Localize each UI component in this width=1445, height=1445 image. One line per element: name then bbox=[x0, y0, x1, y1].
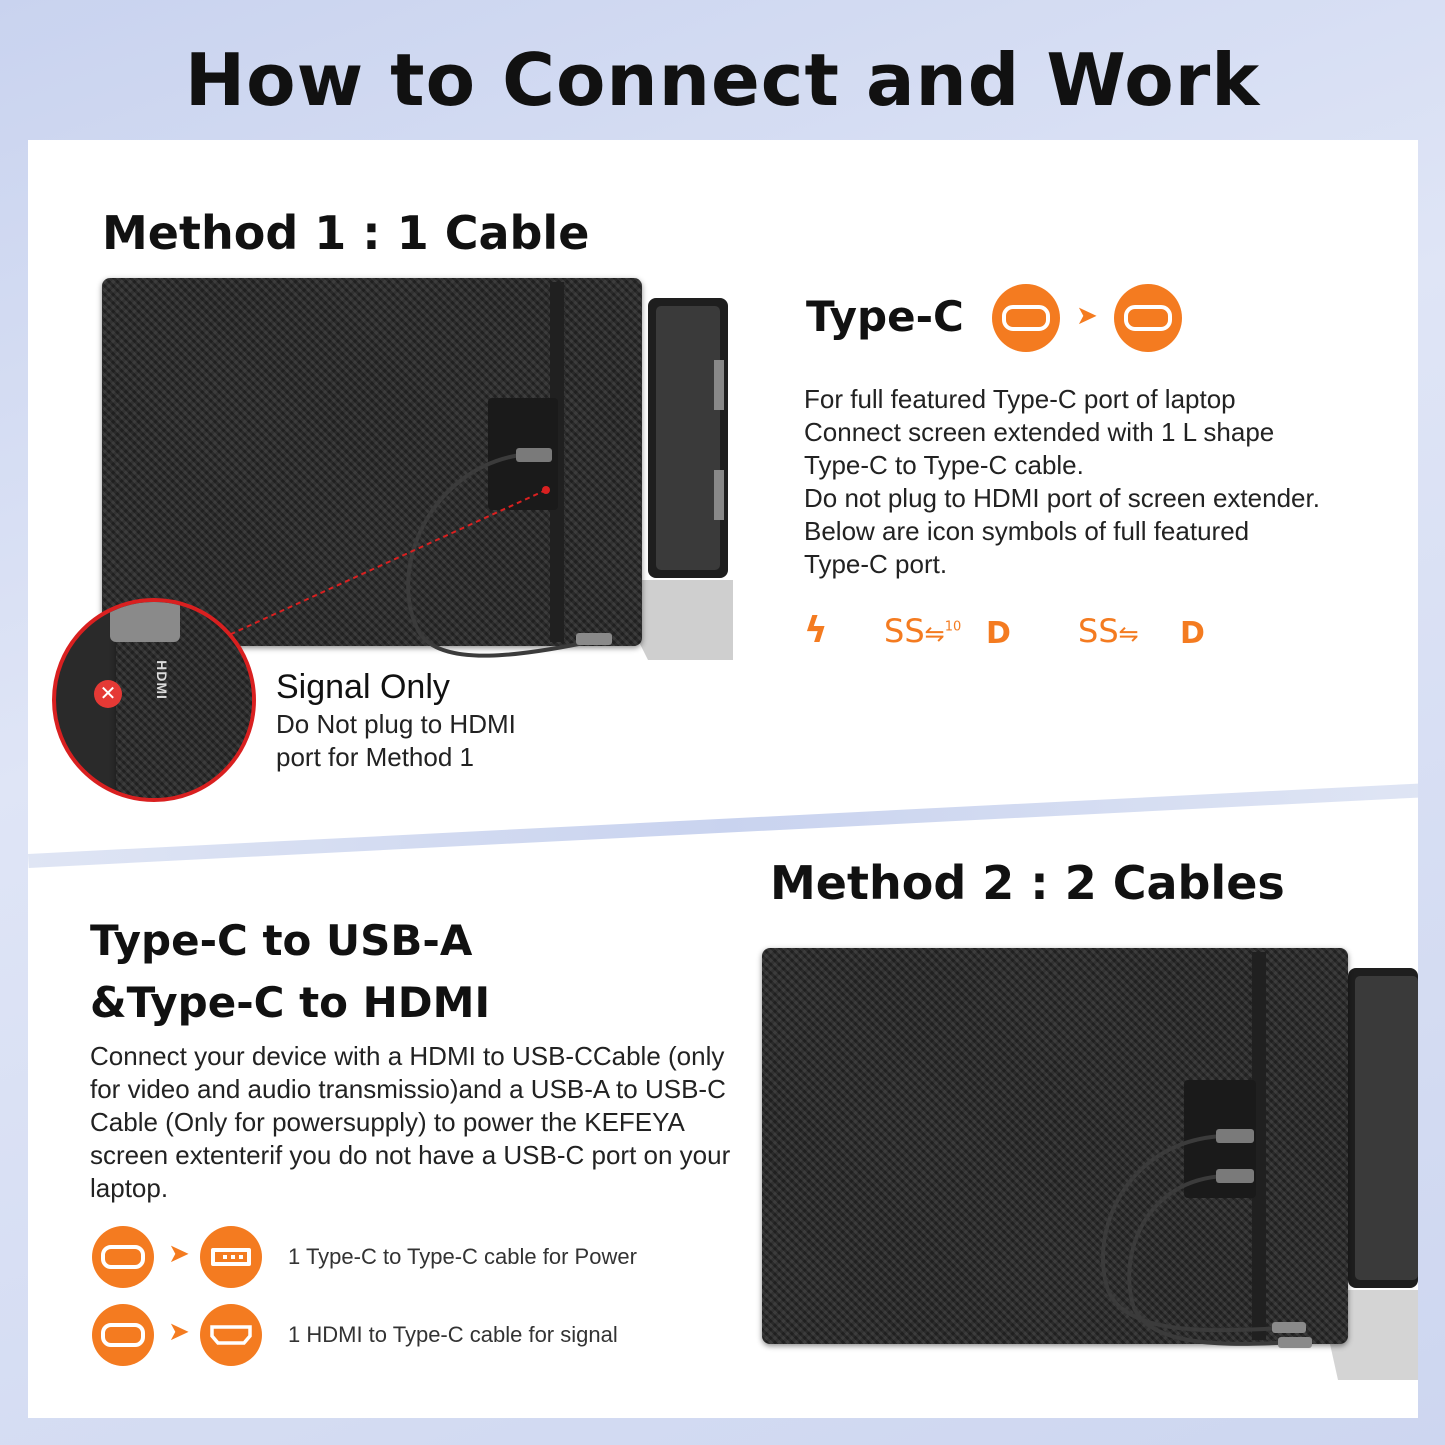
signal-line: port for Method 1 bbox=[276, 742, 474, 772]
error-x-icon: ✕ bbox=[94, 680, 122, 708]
subtitle-line: Type-C to USB-A bbox=[90, 916, 473, 965]
usb-c-icon bbox=[92, 1304, 154, 1366]
superspeed-usb-icon: SS⇋10 bbox=[884, 612, 962, 650]
desc-line: Type-C to Type-C cable. bbox=[804, 450, 1084, 480]
desc-line: Type-C port. bbox=[804, 549, 948, 579]
hinge-strip-2 bbox=[1252, 952, 1266, 1340]
desc-line: For full featured Type-C port of laptop bbox=[804, 384, 1236, 414]
arrow-right-icon: ➤ bbox=[168, 1238, 190, 1268]
usb-c-icon bbox=[1114, 284, 1182, 352]
desc-line: Do not plug to HDMI port of screen exten… bbox=[804, 483, 1320, 513]
arrow-right-icon: ➤ bbox=[168, 1316, 190, 1346]
legend-label: 1 Type-C to Type-C cable for Power bbox=[288, 1244, 637, 1269]
ss-sup: 10 bbox=[944, 619, 962, 635]
displayport-icon: D bbox=[986, 616, 1011, 651]
ss-text: SS bbox=[884, 612, 925, 650]
method2-description: Connect your device with a HDMI to USB-C… bbox=[90, 1041, 731, 1203]
usb-c-icon bbox=[92, 1226, 154, 1288]
typec-heading: Type-C bbox=[806, 292, 964, 341]
arrow-right-icon: ➤ bbox=[1076, 300, 1098, 330]
hdmi-icon bbox=[200, 1304, 262, 1366]
cable-graphic-1 bbox=[217, 448, 612, 658]
cable-graphic-2 bbox=[1100, 1129, 1312, 1348]
zoom-cable-plug bbox=[110, 602, 180, 642]
ss-text: SS bbox=[1078, 612, 1119, 650]
laptop-side-graphic bbox=[1318, 968, 1418, 1380]
page-title: How to Connect and Work bbox=[184, 38, 1261, 122]
method2-subtitle: Type-C to USB-A &Type-C to HDMI bbox=[90, 910, 490, 1034]
displayport-icon: D bbox=[1180, 616, 1205, 651]
subtitle-line: &Type-C to HDMI bbox=[90, 978, 491, 1027]
content-panel: Method 1 : 1 Cable HDMI ✕ Signal Only Do bbox=[28, 140, 1418, 1418]
desc-line: Connect screen extended with 1 L shape bbox=[804, 417, 1275, 447]
hdmi-shape bbox=[210, 1325, 252, 1345]
screen-extender-back-2 bbox=[762, 948, 1348, 1344]
signal-only-title: Signal Only bbox=[276, 668, 450, 706]
signal-line: Do Not plug to HDMI bbox=[276, 709, 516, 739]
thunderbolt-icon: ϟ bbox=[804, 610, 828, 651]
signal-only-note: Do Not plug to HDMI port for Method 1 bbox=[276, 708, 516, 774]
usb-c-icon bbox=[992, 284, 1060, 352]
legend-label: 1 HDMI to Type-C cable for signal bbox=[288, 1322, 618, 1347]
superspeed-usb-icon: SS⇋ bbox=[1078, 612, 1139, 650]
desc-line: Below are icon symbols of full featured bbox=[804, 516, 1250, 546]
hdmi-port-zoom-circle: HDMI ✕ bbox=[52, 598, 256, 802]
method2-heading: Method 2 : 2 Cables bbox=[770, 856, 1285, 910]
method1-heading: Method 1 : 1 Cable bbox=[102, 206, 590, 260]
usb-a-icon bbox=[200, 1226, 262, 1288]
typec-description: For full featured Type-C port of laptop … bbox=[804, 383, 1320, 581]
